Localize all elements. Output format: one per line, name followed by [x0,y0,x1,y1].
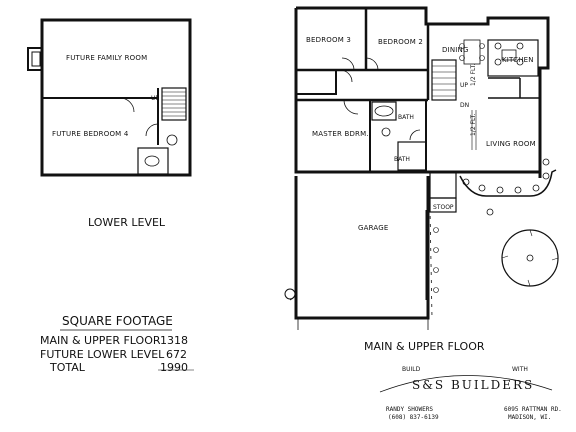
room-label-garage: GARAGE [358,224,389,232]
room-label-bedroom-2: BEDROOM 2 [378,38,424,46]
sf-row-value-lower: 672 [166,348,187,361]
room-label-master-bedroom: MASTER BDRM. [312,130,369,138]
room-label-dining: DINING [442,46,469,54]
builder-contact-name: RANDY SHOWERS [386,406,433,413]
lower-level-plan [27,18,192,177]
room-label-living-room: LIVING ROOM [486,140,536,148]
room-label-bath-upper: BATH [398,114,414,121]
main-floor-title: MAIN & UPPER FLOOR [364,340,485,353]
builder-with-label: WITH [512,366,528,373]
sf-row-value-main: 1318 [160,334,188,347]
room-label-kitchen: KITCHEN [502,56,534,64]
room-label-stoop: STOOP [433,204,454,211]
builder-address-line2: MADISON, WI. [508,414,552,421]
lower-level-title: LOWER LEVEL [88,216,166,229]
half-flight-label-lower: 1/2 FLT. [470,113,477,136]
sf-row-label-total: TOTAL [50,361,85,374]
stairs-up-label-main: UP [460,82,469,89]
stairs-down-label-main: DN [460,102,470,109]
room-label-bedroom-3: BEDROOM 3 [306,36,352,44]
room-label-bedroom-4: FUTURE BEDROOM 4 [52,130,129,138]
sf-row-label-lower: FUTURE LOWER LEVEL [40,348,165,361]
main-floor-plan [284,6,559,330]
half-flight-label-upper: 1/2 FLT. [470,63,477,86]
builder-contact-phone: (608) 837-6139 [388,414,439,421]
stairs-up-label: UP [151,95,160,102]
sf-row-label-main: MAIN & UPPER FLOOR [40,334,161,347]
room-label-bath-lower: BATH [394,156,410,163]
sf-row-value-total: 1990 [160,361,188,374]
builder-company-name: S&S BUILDERS [412,378,535,392]
square-footage-title: SQUARE FOOTAGE [62,314,173,328]
builder-address-line1: 6095 RATTMAN RD. [504,406,562,413]
room-label-family-room: FUTURE FAMILY ROOM [66,54,148,62]
builder-build-label: BUILD [402,366,421,373]
